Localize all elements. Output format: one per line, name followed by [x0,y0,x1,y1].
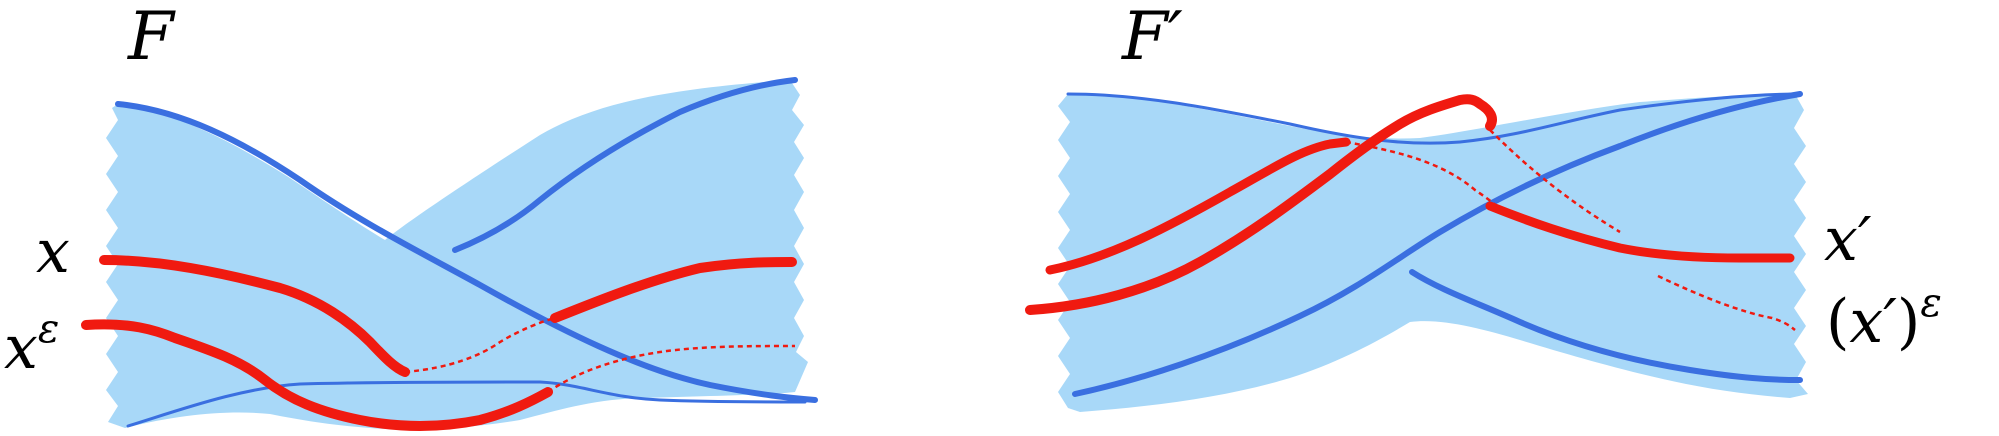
curve-x-eps [81,319,553,431]
label-x-prime-eps-base: x′ [1849,287,1897,357]
surface-f-edge-top-left [115,101,818,403]
title-f-prime: F′ [1122,0,1183,75]
surface-f-edge-top-right [452,77,798,253]
label-x: x [36,217,70,287]
label-x-prime: x′ [1824,205,1872,275]
curve-x-eps-hidden [547,344,796,394]
surface-f-prime-edge-top [1066,92,1802,145]
curve-x-right [550,257,797,323]
surface-f-prime-edge-lower [1409,269,1803,383]
surface-f-edge-bottom [126,380,807,428]
surface-f-prime [1058,93,1808,413]
paren-open: ( [1826,287,1850,357]
surface-f-prime-edge-diagonal [1072,91,1803,397]
title-f: F [128,0,174,75]
label-x-eps-sup: ε [37,306,60,352]
paren-close: ) [1896,287,1921,357]
curve-x-prime-eps-right [1485,201,1795,263]
curve-x [99,255,410,377]
left-panel [81,77,818,431]
curve-x-prime [1025,94,1497,315]
label-x-prime-eps-sup: ε [1920,280,1942,326]
right-panel [1025,91,1808,413]
curve-x-prime-eps [1045,137,1351,275]
label-x-prime-eps: (x′)ε [1826,283,1942,352]
label-x-eps: xε [4,306,60,383]
surface-f [106,80,808,430]
curve-x-prime-hidden [1489,129,1621,234]
